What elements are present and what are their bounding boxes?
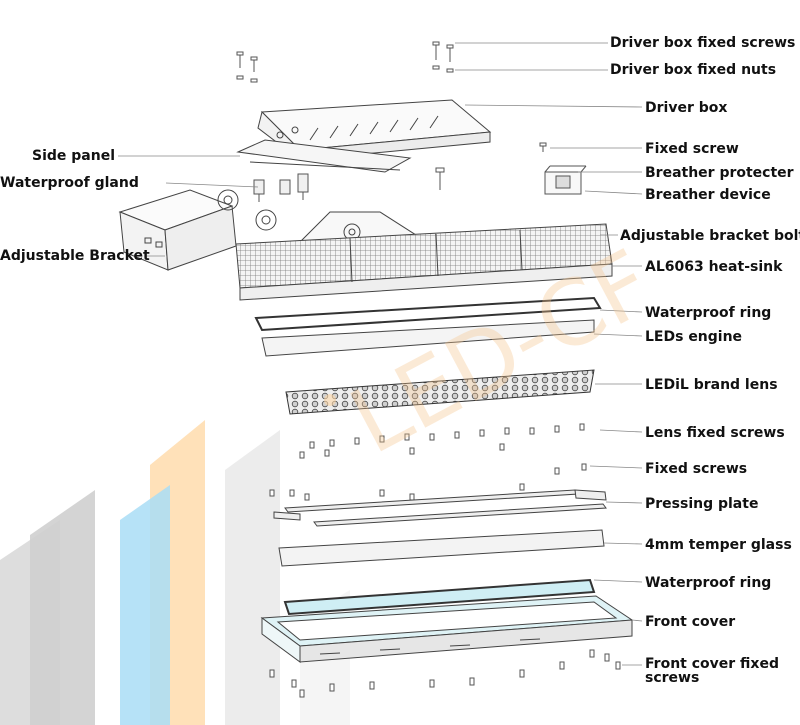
label-ledil-lens: LEDiL brand lens [645,377,778,393]
front-cover-screws [269,649,621,698]
label-waterproof-ring-2: Waterproof ring [645,575,772,591]
label-side-panel: Side panel [32,148,116,164]
waterproof-ring-2 [283,578,596,616]
label-breather-device: Breather device [645,187,771,203]
label-pressing-plate: Pressing plate [645,496,759,512]
waterproof-ring-1 [254,296,602,332]
label-adjustable-bracket-bolt: Adjustable bracket bolt [620,228,800,244]
label-temper-glass: 4mm temper glass [645,537,792,553]
label-front-cover-fixed-screws: Front cover fixed screws [645,656,779,686]
leader-lines [118,42,643,666]
temper-glass [278,529,605,567]
leds-engine [261,319,595,357]
label-driver-box-fixed-screws: Driver box fixed screws [610,35,796,51]
label-driver-box-fixed-nuts: Driver box fixed nuts [610,62,777,78]
label-waterproof-ring-1: Waterproof ring [645,305,772,321]
ledil-lens [285,369,595,415]
label-lens-fixed-screws: Lens fixed screws [645,425,785,441]
label-leds-engine: LEDs engine [645,329,743,345]
watermark-stripe-blue [120,485,170,725]
breather-device [544,165,587,195]
label-fixed-screw: Fixed screw [645,141,739,157]
bolt-screw [435,167,445,190]
label-breather-protecter: Breather protecter [645,165,794,181]
driver-box-screws [236,41,454,83]
waterproof-gland [253,173,309,202]
label-fixed-screws: Fixed screws [645,461,748,477]
fixed-screw [539,142,547,152]
label-driver-box: Driver box [645,100,728,116]
lens-screws [299,423,585,459]
heat-sink [235,223,613,301]
label-front-cover: Front cover [645,614,736,630]
pressing-plate [273,489,607,527]
label-heat-sink: AL6063 heat-sink [645,259,783,275]
watermark-stripe-gray [30,490,95,725]
label-adjustable-bracket: Adjustable Bracket [0,248,150,264]
side-panel [236,139,412,173]
label-waterproof-gland: Waterproof gland [0,175,139,191]
